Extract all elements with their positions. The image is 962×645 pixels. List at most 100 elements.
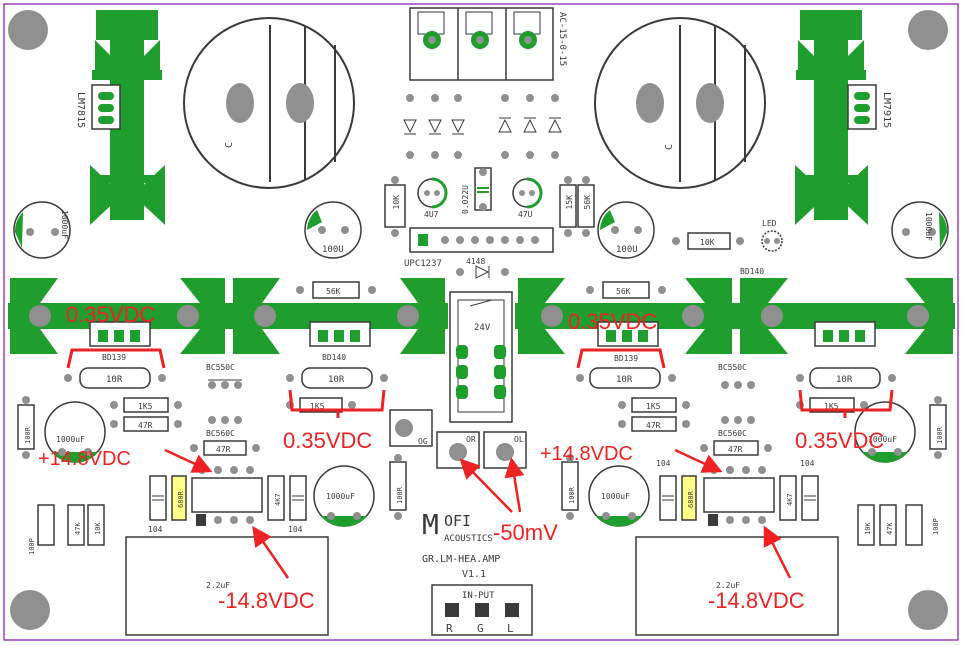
annotation-arrows bbox=[164, 448, 792, 579]
transistor-bd139-right bbox=[597, 321, 659, 347]
label-bd140-right: BD140 bbox=[740, 267, 764, 276]
label-input-title: IN-PUT bbox=[462, 591, 495, 601]
label-c1000uf-mr: 1000uF bbox=[868, 435, 897, 444]
resistor-56k-right bbox=[586, 281, 666, 299]
annotation-offset: -50mV bbox=[493, 520, 558, 545]
label-r10r-d: 10R bbox=[836, 375, 853, 385]
opamp-ic-right bbox=[703, 466, 775, 526]
mounting-hole bbox=[908, 10, 948, 50]
cap-1000uf-bottom-left bbox=[313, 465, 375, 527]
cap-2u2-left bbox=[125, 536, 329, 636]
resistor-47k-left bbox=[67, 504, 85, 546]
label-r10k-bl: 10K bbox=[94, 522, 102, 535]
arrow-pos-right bbox=[674, 448, 723, 473]
resistor-1k5-a bbox=[110, 397, 182, 413]
label-c100u-left: 100U bbox=[322, 245, 344, 255]
annotation-bias-mid-left: 0.35VDC bbox=[283, 428, 372, 453]
mounting-hole bbox=[8, 10, 48, 50]
heatsink-rail-right bbox=[515, 278, 955, 354]
label-bc550c-right: BC550C bbox=[718, 363, 747, 372]
label-r100r-a: 100R bbox=[24, 426, 32, 444]
mounting-hole bbox=[908, 590, 948, 630]
label-r10r-b: 10R bbox=[328, 375, 345, 385]
cap-0022u bbox=[474, 167, 492, 211]
label-cap-c-right: C bbox=[664, 144, 675, 150]
rectifier-diodes bbox=[403, 94, 562, 159]
arrow-offset-or bbox=[459, 458, 513, 513]
label-r47r-c: 47R bbox=[646, 421, 661, 430]
label-r10k-led: 10K bbox=[700, 238, 715, 247]
label-r47k-r: 47K bbox=[886, 522, 894, 535]
label-ac-input: AC-15-0-15 bbox=[557, 12, 567, 66]
cap-104-b bbox=[289, 475, 307, 521]
mounting-holes bbox=[8, 10, 948, 630]
cap-100p-right bbox=[905, 504, 923, 546]
label-r56k-r: 56K bbox=[616, 287, 631, 296]
label-r47r-d: 47R bbox=[728, 445, 743, 454]
heatsink-mount-holes bbox=[29, 305, 929, 327]
label-r100r-c: 100R bbox=[568, 486, 576, 504]
label-r10r-c: 10R bbox=[616, 375, 633, 385]
resistor-680r-left bbox=[171, 475, 187, 521]
resistor-10r-a bbox=[64, 367, 166, 389]
label-cap-c-left: C bbox=[224, 142, 235, 148]
transistor-bc550c-right bbox=[721, 381, 755, 389]
cap-100u-left bbox=[304, 201, 362, 259]
label-r680r-r: 680R bbox=[687, 490, 695, 508]
relay-24v bbox=[449, 291, 513, 423]
label-bc550c-left: BC550C bbox=[206, 363, 235, 372]
ic-upc1237 bbox=[409, 227, 554, 253]
resistor-10k-bottom-right bbox=[857, 504, 875, 546]
label-bc560c-right: BC560C bbox=[718, 429, 747, 438]
label-relay: 24V bbox=[474, 323, 491, 333]
transistor-bc560c-right bbox=[721, 416, 755, 424]
label-c1000uf-ml: 1000uF bbox=[56, 435, 85, 444]
label-r1k5-a: 1K5 bbox=[138, 402, 153, 411]
resistor-47r-d bbox=[700, 440, 772, 456]
led bbox=[761, 230, 783, 252]
label-led: LED bbox=[762, 219, 777, 228]
label-r1k5-b: 1K5 bbox=[310, 402, 325, 411]
resistor-47r-c bbox=[618, 416, 690, 432]
cap-100u-right bbox=[597, 201, 655, 259]
resistor-10r-c bbox=[576, 367, 676, 389]
label-c100u-right: 100U bbox=[616, 245, 638, 255]
label-r100r-d: 100R bbox=[936, 426, 944, 444]
filter-capacitor-right bbox=[594, 17, 766, 189]
label-c104-d: 104 bbox=[800, 459, 815, 468]
resistor-10k-bottom-left bbox=[87, 504, 105, 546]
transistor-bd139-left bbox=[89, 321, 151, 347]
label-bc560c-left: BC560C bbox=[206, 429, 235, 438]
arrow-offset-ol bbox=[504, 457, 525, 513]
cap-104-d bbox=[801, 475, 819, 521]
label-r56k-top: 56K bbox=[583, 195, 592, 210]
label-c1000uf-bl: 1000uF bbox=[326, 492, 355, 501]
cap-1000uf-top-left bbox=[13, 201, 71, 259]
resistor-10r-b bbox=[286, 367, 388, 389]
cap-100p-left bbox=[37, 504, 55, 546]
output-pad-og bbox=[389, 409, 433, 447]
label-c104-b: 104 bbox=[288, 525, 303, 534]
opamp-ic-left bbox=[191, 466, 263, 526]
logo-acoustics: ACOUSTICS bbox=[444, 534, 493, 544]
resistor-15k bbox=[559, 176, 577, 237]
resistor-4k7-right bbox=[779, 475, 797, 521]
label-c100p-r: 100P bbox=[932, 518, 940, 535]
label-c1000uf-left: 1000uF bbox=[60, 210, 69, 239]
annotation-neg-right: -14.8VDC bbox=[708, 588, 805, 613]
annotation-pos-left: +14.8VDC bbox=[38, 448, 131, 470]
resistor-100r-c bbox=[561, 454, 579, 520]
label-r4k7-r: 4K7 bbox=[786, 493, 794, 506]
resistor-10k-led bbox=[672, 232, 744, 250]
ac-input-terminal bbox=[409, 7, 554, 81]
logo-ofi: OFI bbox=[444, 512, 471, 530]
resistor-47r-b bbox=[190, 440, 260, 456]
label-r1k5-c: 1K5 bbox=[646, 402, 661, 411]
label-r47r-b: 47R bbox=[216, 445, 231, 454]
label-c1000uf-br: 1000uF bbox=[601, 492, 630, 501]
label-c47u: 47U bbox=[518, 210, 533, 219]
bracket-top-left bbox=[66, 348, 166, 369]
label-c22uf-r: 2.2uF bbox=[716, 581, 740, 590]
label-r1k5-d: 1K5 bbox=[824, 402, 839, 411]
